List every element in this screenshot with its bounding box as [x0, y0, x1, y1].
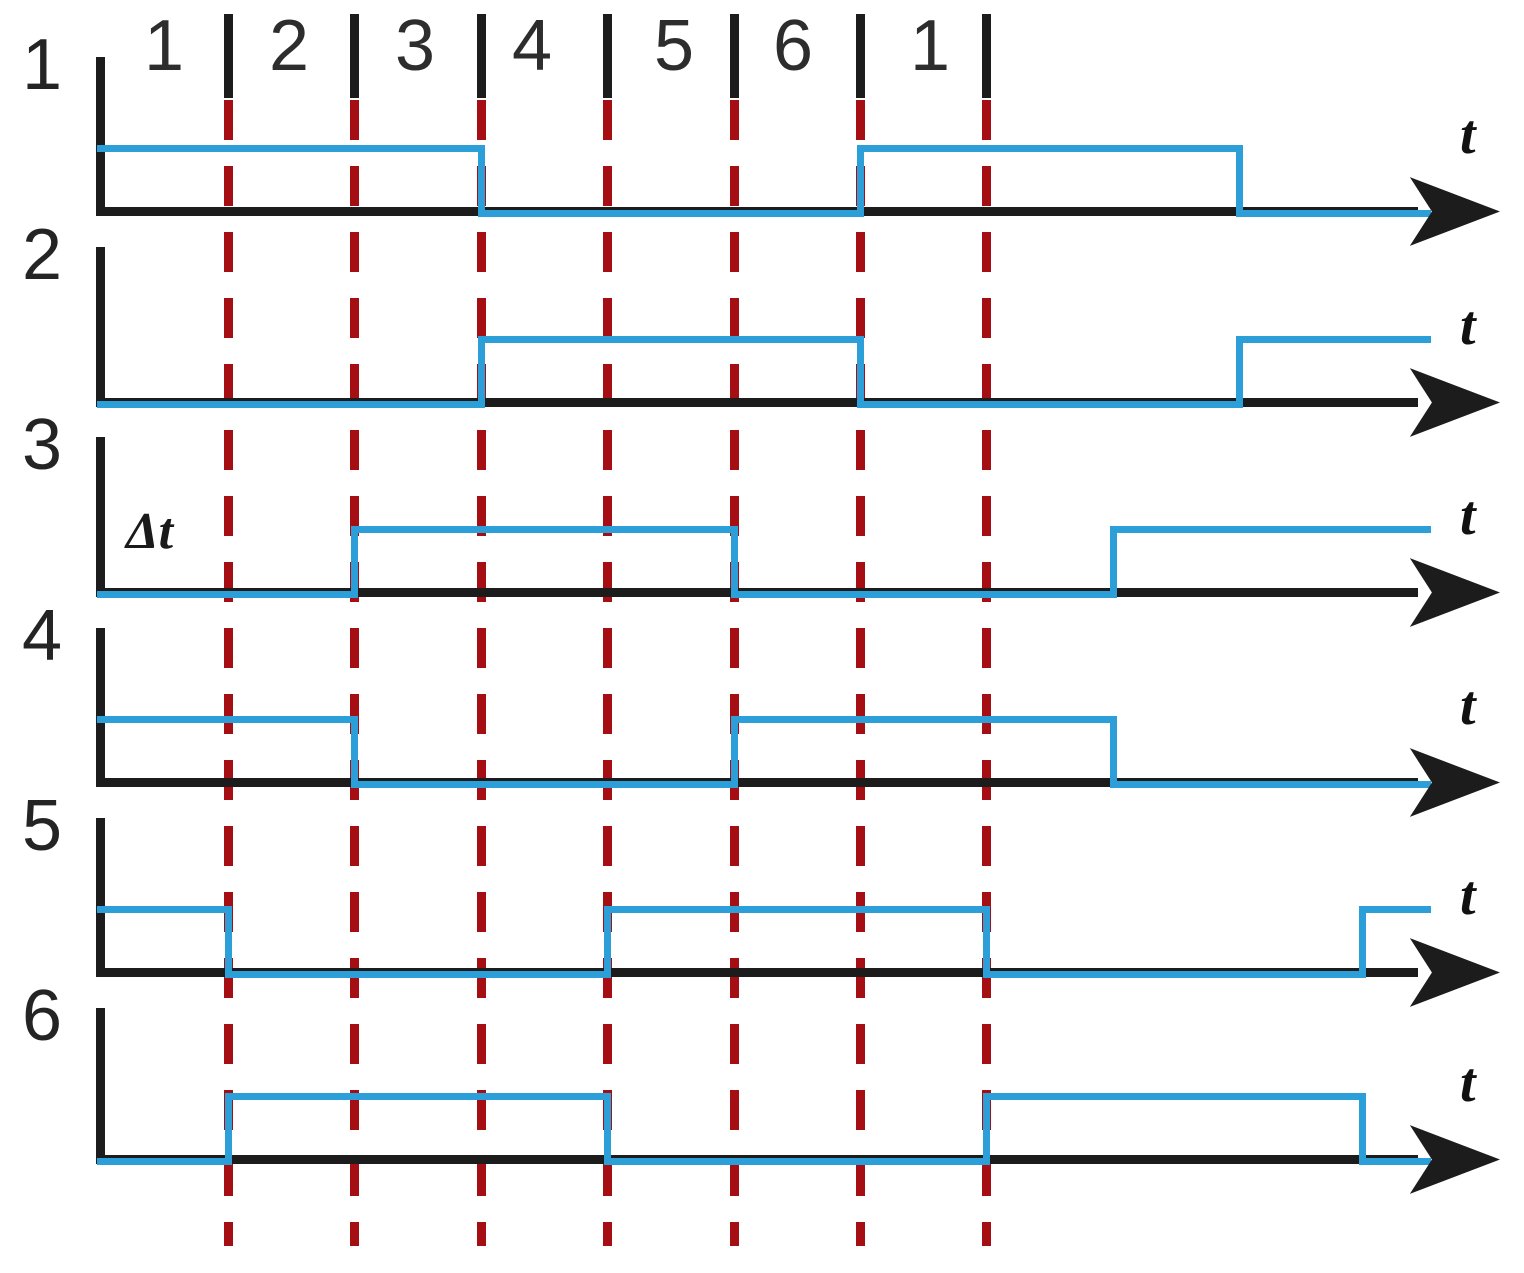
y-axis: [96, 628, 105, 787]
signal-segment: [1110, 526, 1431, 533]
signal-segment: [604, 1158, 989, 1165]
interval-tick-mark: [855, 14, 865, 98]
row-label: 5: [22, 786, 63, 866]
signal-segment: [1236, 210, 1431, 217]
signal-edge: [857, 336, 864, 408]
signal-segment: [225, 1093, 610, 1100]
signal-segment: [1359, 906, 1431, 913]
signal-edge: [351, 526, 358, 598]
time-axis-label: t: [1460, 675, 1476, 737]
interval-boundary-dashed-line: [729, 100, 739, 1246]
signal-segment: [351, 526, 737, 533]
signal-edge: [604, 1093, 611, 1165]
signal-segment: [857, 145, 1242, 152]
time-axis-label: t: [1460, 104, 1476, 166]
interval-label: 1: [143, 6, 185, 86]
interval-label: 5: [653, 6, 695, 86]
y-axis: [96, 818, 105, 977]
signal-segment: [731, 591, 1116, 598]
interval-tick-mark: [602, 14, 612, 98]
delta-t-label: Δt: [126, 503, 174, 560]
signal-segment: [97, 145, 484, 152]
time-axis-arrow: [1409, 558, 1500, 627]
time-axis-label: t: [1460, 865, 1476, 927]
signal-segment: [1110, 781, 1431, 788]
time-axis: [96, 968, 1418, 977]
time-axis-label: t: [1460, 1052, 1476, 1114]
interval-label: 1: [909, 6, 951, 86]
row-label: 2: [22, 215, 63, 295]
interval-label: 3: [394, 6, 436, 86]
time-axis-arrow: [1409, 938, 1500, 1007]
signal-edge: [1359, 1093, 1366, 1165]
interval-boundary-dashed-line: [476, 100, 486, 1246]
signal-segment: [97, 401, 484, 408]
signal-segment: [983, 971, 1365, 978]
signal-edge: [1110, 526, 1117, 598]
signal-edge: [225, 906, 232, 978]
signal-edge: [1236, 336, 1243, 408]
interval-label: 4: [511, 6, 553, 86]
signal-segment: [97, 906, 231, 913]
time-axis-label: t: [1460, 485, 1476, 547]
signal-segment: [97, 1158, 231, 1165]
interval-tick-mark: [729, 14, 739, 98]
interval-boundary-dashed-line: [349, 100, 359, 1246]
signal-segment: [731, 716, 1116, 723]
row-label: 6: [22, 976, 63, 1056]
signal-segment: [97, 591, 357, 598]
interval-label: 6: [772, 6, 814, 86]
interval-label: 2: [268, 6, 310, 86]
row-label: 3: [22, 405, 63, 485]
signal-segment: [857, 401, 1242, 408]
interval-boundary-dashed-line: [855, 100, 865, 1246]
signal-segment: [225, 971, 610, 978]
interval-tick-mark: [349, 14, 359, 98]
signal-segment: [97, 716, 357, 723]
signal-edge: [983, 906, 990, 978]
signal-edge: [1236, 145, 1243, 217]
signal-segment: [478, 336, 863, 343]
signal-segment: [983, 1093, 1365, 1100]
signal-edge: [857, 145, 864, 217]
signal-edge: [731, 716, 738, 788]
signal-segment: [1236, 336, 1431, 343]
signal-segment: [1359, 1158, 1431, 1165]
interval-tick-mark: [223, 14, 233, 98]
signal-edge: [351, 716, 358, 788]
time-axis: [96, 398, 1418, 407]
signal-segment: [604, 906, 989, 913]
time-axis-arrow: [1409, 368, 1500, 437]
signal-edge: [478, 336, 485, 408]
interval-boundary-dashed-line: [223, 100, 233, 1246]
signal-edge: [478, 145, 485, 217]
time-axis-label: t: [1460, 295, 1476, 357]
interval-tick-mark: [476, 14, 486, 98]
y-axis: [96, 57, 105, 216]
signal-edge: [225, 1093, 232, 1165]
signal-edge: [731, 526, 738, 598]
signal-edge: [1110, 716, 1117, 788]
interval-boundary-dashed-line: [602, 100, 612, 1246]
y-axis: [96, 437, 105, 597]
signal-segment: [351, 781, 737, 788]
y-axis: [96, 247, 105, 407]
row-label: 1: [22, 25, 63, 105]
row-label: 4: [22, 596, 63, 676]
interval-tick-mark: [981, 14, 991, 98]
time-axis: [96, 778, 1418, 787]
interval-boundary-dashed-line: [981, 100, 991, 1246]
signal-edge: [983, 1093, 990, 1165]
signal-edge: [1359, 906, 1366, 978]
signal-segment: [478, 210, 863, 217]
signal-edge: [604, 906, 611, 978]
y-axis: [96, 1008, 105, 1164]
